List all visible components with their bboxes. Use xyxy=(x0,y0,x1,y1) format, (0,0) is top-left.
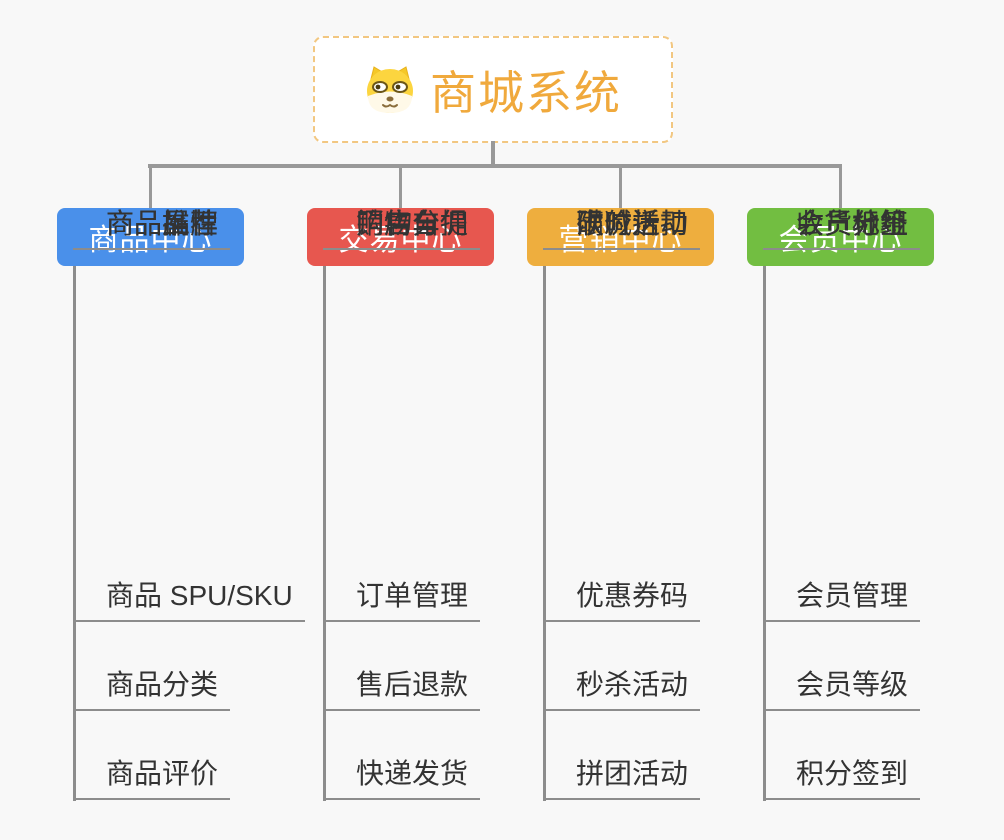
branch-header-member-center[interactable]: 会员中心 xyxy=(747,208,934,266)
leaf-node[interactable]: 满减送 xyxy=(543,208,673,250)
leaf-node[interactable]: 快递发货 xyxy=(323,758,481,800)
connector-horizontal-spine xyxy=(148,164,842,168)
leaf-node[interactable]: 售后退款 xyxy=(323,669,481,711)
root-node[interactable]: 商城系统 xyxy=(313,36,673,143)
leaf-node[interactable]: 会员管理 xyxy=(763,580,921,622)
leaf-node[interactable]: 商品评价 xyxy=(73,758,231,800)
connector-branch-trunk xyxy=(73,264,76,801)
branch-member-center: 会员中心 会员管理 会员等级 积分签到 会员标签 会员分组 收货地址 xyxy=(747,164,997,818)
connector-root-stub xyxy=(491,141,495,167)
leaf-node[interactable]: 拼团活动 xyxy=(543,758,701,800)
branch-product-center: 商品中心 商品 SPU/SKU 商品分类 商品评价 商品属性 商品推荐 商品品牌 xyxy=(57,164,307,818)
connector-branch-drop xyxy=(149,164,152,212)
leaf-node[interactable]: 商品品牌 xyxy=(73,208,231,250)
leaf-node[interactable]: 商品 SPU/SKU xyxy=(73,580,305,622)
connector-branch-trunk xyxy=(763,264,766,801)
leaf-node[interactable]: 商品分类 xyxy=(73,669,231,711)
branch-trade-center: 交易中心 订单管理 售后退款 快递发货 门店自提 购物车 销售分佣 xyxy=(307,164,557,818)
root-node-title: 商城系统 xyxy=(430,66,622,119)
branch-header-product-center[interactable]: 商品中心 xyxy=(57,208,244,266)
leaf-node[interactable]: 会员等级 xyxy=(763,669,921,711)
leaf-node[interactable]: 订单管理 xyxy=(323,580,481,622)
branch-header-marketing-center[interactable]: 营销中心 xyxy=(527,208,714,266)
branch-marketing-center: 营销中心 优惠券码 秒杀活动 拼团活动 砍价活动 限时折扣 满减送 xyxy=(527,164,777,818)
leaf-node[interactable]: 销售分佣 xyxy=(323,208,481,250)
leaf-node[interactable]: 收货地址 xyxy=(763,208,921,250)
leaf-node[interactable]: 秒杀活动 xyxy=(543,669,701,711)
leaf-node[interactable]: 积分签到 xyxy=(763,758,921,800)
dog-face-icon xyxy=(367,65,413,113)
branch-header-trade-center[interactable]: 交易中心 xyxy=(307,208,494,266)
connector-branch-drop xyxy=(619,164,622,212)
connector-branch-drop xyxy=(839,164,842,212)
connector-branch-trunk xyxy=(323,264,326,801)
connector-branch-drop xyxy=(399,164,402,212)
connector-branch-trunk xyxy=(543,264,546,801)
leaf-node[interactable]: 优惠券码 xyxy=(543,580,701,622)
